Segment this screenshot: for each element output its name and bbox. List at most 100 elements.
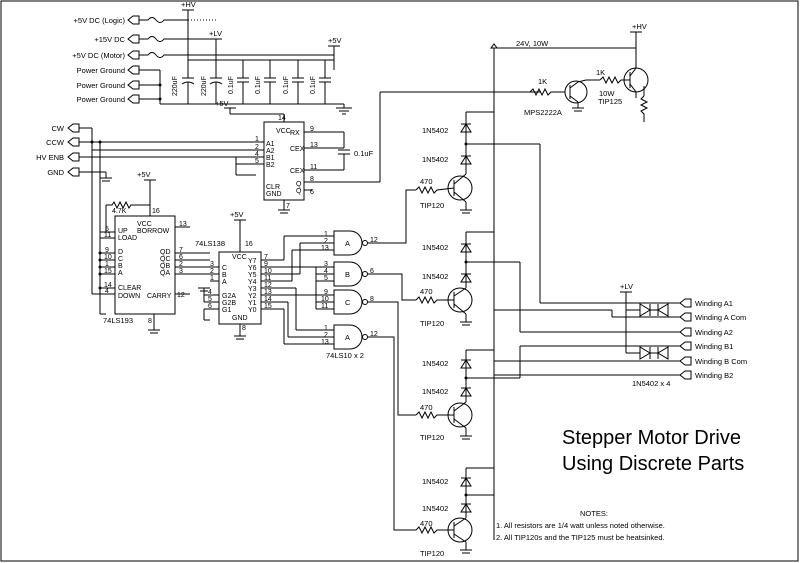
svg-text:1N5402: 1N5402 — [422, 504, 448, 513]
svg-text:9: 9 — [264, 261, 268, 268]
svg-text:1N5402: 1N5402 — [422, 477, 448, 486]
svg-text:CCW: CCW — [46, 138, 65, 147]
gate-a1: A 1 2 13 12 — [321, 189, 416, 256]
svg-text:7: 7 — [286, 203, 290, 210]
svg-text:74LS193: 74LS193 — [103, 316, 133, 325]
svg-text:G2B: G2B — [222, 300, 236, 307]
svg-text:4: 4 — [208, 289, 212, 296]
svg-text:VCC: VCC — [276, 128, 291, 135]
svg-text:13: 13 — [321, 245, 329, 252]
svg-text:CARRY: CARRY — [147, 293, 172, 300]
cap-3: 0.1uF — [228, 60, 249, 104]
label-gnd3: Power Ground — [77, 95, 125, 104]
svg-text:11: 11 — [104, 232, 111, 239]
svg-text:16: 16 — [152, 208, 160, 215]
cap-1: 220uF — [172, 60, 195, 104]
svg-text:B: B — [118, 263, 123, 270]
svg-text:1N5402: 1N5402 — [422, 272, 448, 281]
driver-stage-4: 1N5402 1N5402 470 TIP120 — [415, 467, 494, 558]
svg-text:9: 9 — [310, 126, 314, 133]
svg-text:4: 4 — [324, 268, 328, 275]
svg-text:9: 9 — [105, 247, 109, 254]
svg-text:1N5402: 1N5402 — [422, 387, 448, 396]
output-winding-b1[interactable]: Winding B1 — [679, 341, 733, 351]
svg-text:Y6: Y6 — [248, 265, 257, 272]
label-gnd2: Power Ground — [77, 81, 125, 90]
svg-text:470: 470 — [420, 519, 433, 528]
cap-2: 220uF — [201, 60, 223, 104]
svg-text:QC: QC — [160, 256, 171, 263]
svg-text:7: 7 — [179, 247, 183, 254]
svg-text:6: 6 — [179, 254, 183, 261]
svg-text:1K: 1K — [596, 68, 605, 77]
fuse-motor — [139, 52, 334, 58]
svg-text:MPS2222A: MPS2222A — [524, 108, 562, 117]
svg-text:A: A — [345, 333, 350, 342]
output-winding-b2[interactable]: Winding B2 — [679, 370, 733, 380]
svg-text:TIP125: TIP125 — [598, 97, 622, 106]
svg-text:B: B — [222, 272, 227, 279]
svg-text:11: 11 — [310, 164, 317, 171]
svg-text:3: 3 — [210, 261, 214, 268]
input-hv-enb[interactable]: HV ENB — [36, 152, 80, 162]
svg-text:8: 8 — [370, 296, 374, 303]
svg-text:G1: G1 — [222, 307, 231, 314]
svg-text:CW: CW — [52, 124, 65, 133]
svg-text:2: 2 — [255, 144, 259, 151]
svg-text:C: C — [118, 256, 123, 263]
svg-text:Y3: Y3 — [248, 286, 257, 293]
svg-text:UP: UP — [118, 228, 128, 235]
svg-text:GND: GND — [47, 168, 64, 177]
svg-text:CEX: CEX — [290, 146, 305, 153]
svg-text:14: 14 — [104, 282, 112, 289]
output-winding-a1[interactable]: Winding A1 — [679, 298, 733, 308]
output-winding-b-com[interactable]: Winding B Com — [679, 356, 747, 366]
svg-text:1N5402: 1N5402 — [422, 155, 448, 164]
svg-text:CEX: CEX — [290, 168, 305, 175]
svg-text:0.1uF: 0.1uF — [310, 76, 317, 94]
svg-text:Winding A2: Winding A2 — [695, 328, 733, 337]
connector-logic: +5V DC (Logic) — [74, 15, 140, 25]
gate-wiring — [283, 235, 334, 345]
connector-15v: +15V DC — [94, 34, 140, 44]
svg-text:C: C — [222, 265, 227, 272]
connector-gnd2: Power Ground — [77, 80, 140, 90]
cap-4: 0.1uF — [255, 60, 276, 104]
svg-text:2: 2 — [324, 238, 328, 245]
input-cw[interactable]: CW — [52, 123, 80, 133]
output-winding-a2[interactable]: Winding A2 — [679, 327, 733, 337]
notes-heading: NOTES: — [580, 509, 608, 518]
svg-text:4: 4 — [255, 151, 259, 158]
svg-text:1: 1 — [324, 231, 328, 238]
svg-text:9: 9 — [324, 289, 328, 296]
gate-b: B 3 4 5 6 — [324, 261, 416, 301]
connector-gnd3: Power Ground — [77, 94, 140, 104]
svg-text:1: 1 — [105, 261, 109, 268]
svg-text:GND: GND — [232, 315, 248, 322]
svg-text:Q: Q — [296, 188, 302, 195]
input-gnd[interactable]: GND — [47, 167, 80, 177]
output-winding-a-com[interactable]: Winding A Com — [679, 312, 746, 322]
svg-text:0.1uF: 0.1uF — [354, 149, 374, 158]
svg-text:RX: RX — [290, 130, 300, 137]
svg-text:1N5402 x 4: 1N5402 x 4 — [632, 379, 670, 388]
svg-text:5: 5 — [324, 275, 328, 282]
svg-text:1: 1 — [210, 275, 214, 282]
rail-lv: +LV — [209, 29, 222, 38]
svg-text:DOWN: DOWN — [118, 293, 140, 300]
title-line-1: Stepper Motor Drive — [562, 427, 741, 449]
label-15v: +15V DC — [94, 35, 125, 44]
svg-text:12: 12 — [177, 292, 185, 299]
svg-text:6: 6 — [310, 189, 314, 196]
svg-text:Q: Q — [296, 181, 302, 188]
input-ccw[interactable]: CCW — [46, 137, 80, 147]
cap-5: 0.1uF — [283, 60, 304, 104]
svg-text:10: 10 — [321, 296, 329, 303]
rail-5v: +5V — [328, 36, 342, 45]
label-gnd1: Power Ground — [77, 66, 125, 75]
svg-text:5: 5 — [255, 158, 259, 165]
winding-section: +LV 1N5402 x 4 Winding A1 Winding A Com … — [494, 144, 747, 388]
gate-a2: A 1 2 13 12 — [321, 324, 416, 531]
svg-text:CLEAR: CLEAR — [118, 285, 141, 292]
